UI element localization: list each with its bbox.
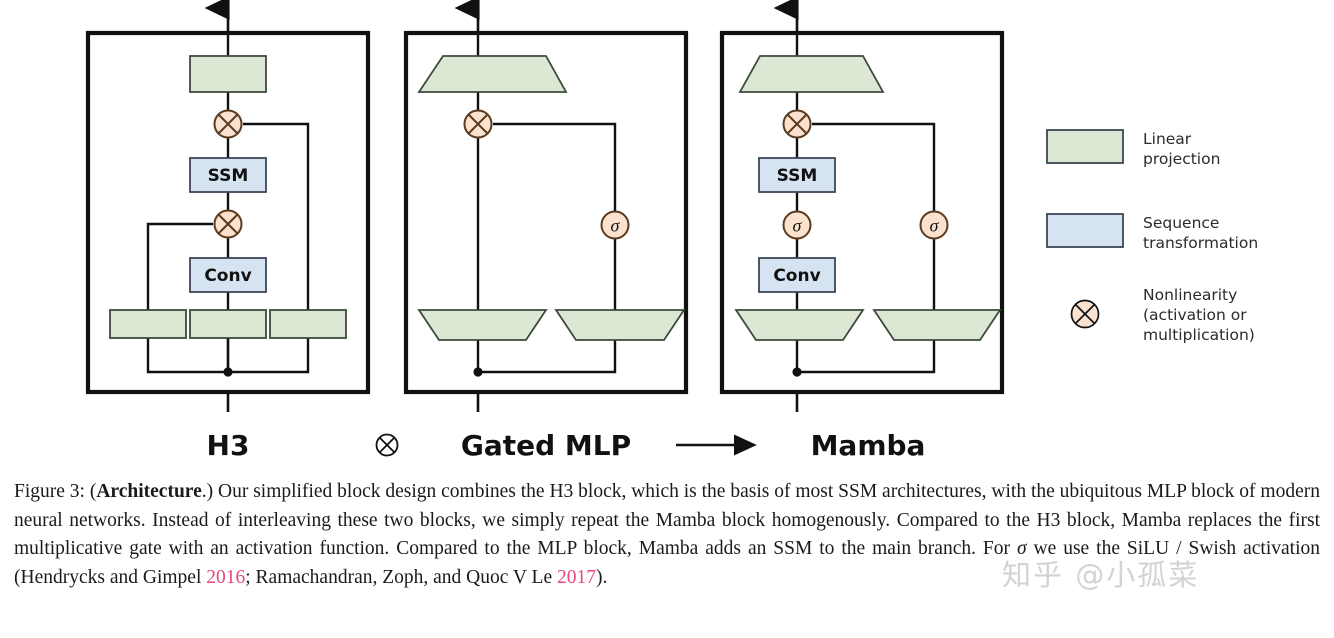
caption-citation-2: 2017	[556, 566, 596, 588]
figure-caption: Figure 3: (Architecture.) Our simplified…	[14, 481, 1320, 588]
mamba-top-linear-trapezoid[interactable]	[738, 55, 885, 93]
legend-label-nonlinearity-line3: multiplication)	[1143, 326, 1255, 344]
mamba-input-linear-left[interactable]	[734, 309, 865, 341]
mamba-sigma-main-label: σ	[793, 216, 803, 236]
caption-bold-term: Architecture	[96, 481, 202, 502]
h3-ssm-box[interactable]	[189, 157, 267, 193]
h3-left-branch	[146, 222, 213, 310]
gated-mlp-block-name: Gated MLP	[461, 429, 631, 462]
caption-sigma: σ	[1016, 538, 1027, 560]
h3-mult-top-node[interactable]	[213, 109, 243, 139]
gated-mlp-frame	[403, 30, 689, 395]
mamba-block-name: Mamba	[811, 429, 926, 462]
legend-label-nonlinearity-line1: Nonlinearity	[1143, 286, 1237, 304]
h3-top-linear-box[interactable]	[189, 55, 267, 93]
mamba-junction-dot	[792, 367, 802, 377]
h3-right-branch	[243, 122, 310, 310]
h3-junction-dot	[223, 367, 233, 377]
legend-label-sequence-transformation-line2: transformation	[1143, 234, 1258, 252]
h3-mult-mid-node[interactable]	[213, 209, 243, 239]
mamba-conv-box[interactable]	[758, 257, 836, 293]
legend-group: Linear projection Sequence transformatio…	[1046, 129, 1258, 344]
mlp-junction-dot	[473, 367, 483, 377]
mamba-sigma-right-node[interactable]: σ	[919, 210, 949, 240]
mamba-ssm-label: SSM	[777, 166, 818, 186]
h3-input-linear-mid[interactable]	[189, 309, 267, 339]
mlp-mult-node[interactable]	[463, 109, 493, 139]
mlp-input-linear-right[interactable]	[554, 309, 686, 341]
h3-input-linear-left[interactable]	[109, 309, 187, 339]
h3-conv-label: Conv	[204, 266, 251, 286]
mamba-mult-node[interactable]	[782, 109, 812, 139]
caption-body-4: ).	[595, 566, 608, 588]
legend-label-linear-projection-line1: Linear	[1143, 130, 1192, 148]
mlp-sigma-label: σ	[611, 216, 621, 236]
legend-label-sequence-transformation-line1: Sequence	[1143, 214, 1219, 232]
legend-swatch-sequence-transformation	[1046, 213, 1124, 248]
mamba-block-group: SSM Conv σ σ Mamba	[719, 0, 1005, 462]
legend-swatch-nonlinearity-icon	[1070, 299, 1100, 329]
legend-label-nonlinearity-line2: (activation or	[1143, 306, 1247, 324]
mamba-input-linear-right[interactable]	[872, 309, 1002, 341]
mamba-sigma-right-label: σ	[930, 216, 940, 236]
mlp-bottom-fanin	[478, 340, 617, 374]
mamba-right-branch-upper	[812, 122, 936, 211]
mamba-bottom-fanin	[797, 340, 936, 374]
h3-conv-box[interactable]	[189, 257, 267, 293]
mlp-top-linear-trapezoid[interactable]	[417, 55, 568, 93]
h3-block-name: H3	[207, 429, 250, 462]
mlp-input-linear-left[interactable]	[417, 309, 548, 341]
legend-label-linear-projection-line2: projection	[1143, 150, 1220, 168]
h3-ssm-label: SSM	[208, 166, 249, 186]
caption-body-1: .) Our simplified block design combines …	[14, 481, 1320, 560]
h3-block-group: SSM Conv H3	[85, 0, 371, 462]
mlp-right-branch-upper	[493, 122, 617, 211]
mamba-sigma-main-node[interactable]: σ	[782, 210, 812, 240]
mamba-conv-label: Conv	[773, 266, 820, 286]
caption-body-2: we use the SiLU / Swish activation (Hend…	[14, 538, 1320, 588]
caption-body-3: ; Ramachandran, Zoph, and Quoc V Le	[245, 566, 557, 588]
mamba-ssm-box[interactable]	[758, 157, 836, 193]
combine-operator	[375, 433, 399, 457]
caption-figure-number: Figure 3:	[14, 481, 85, 502]
legend-swatch-linear-projection	[1046, 129, 1124, 164]
mamba-frame	[719, 30, 1005, 395]
h3-input-linear-right[interactable]	[269, 309, 347, 339]
caption-citation-1: 2016	[206, 566, 246, 588]
gated-mlp-block-group: σ Gated MLP	[403, 0, 689, 462]
architecture-diagram: SSM Conv H3	[85, 0, 1258, 462]
mlp-sigma-node[interactable]: σ	[600, 210, 630, 240]
